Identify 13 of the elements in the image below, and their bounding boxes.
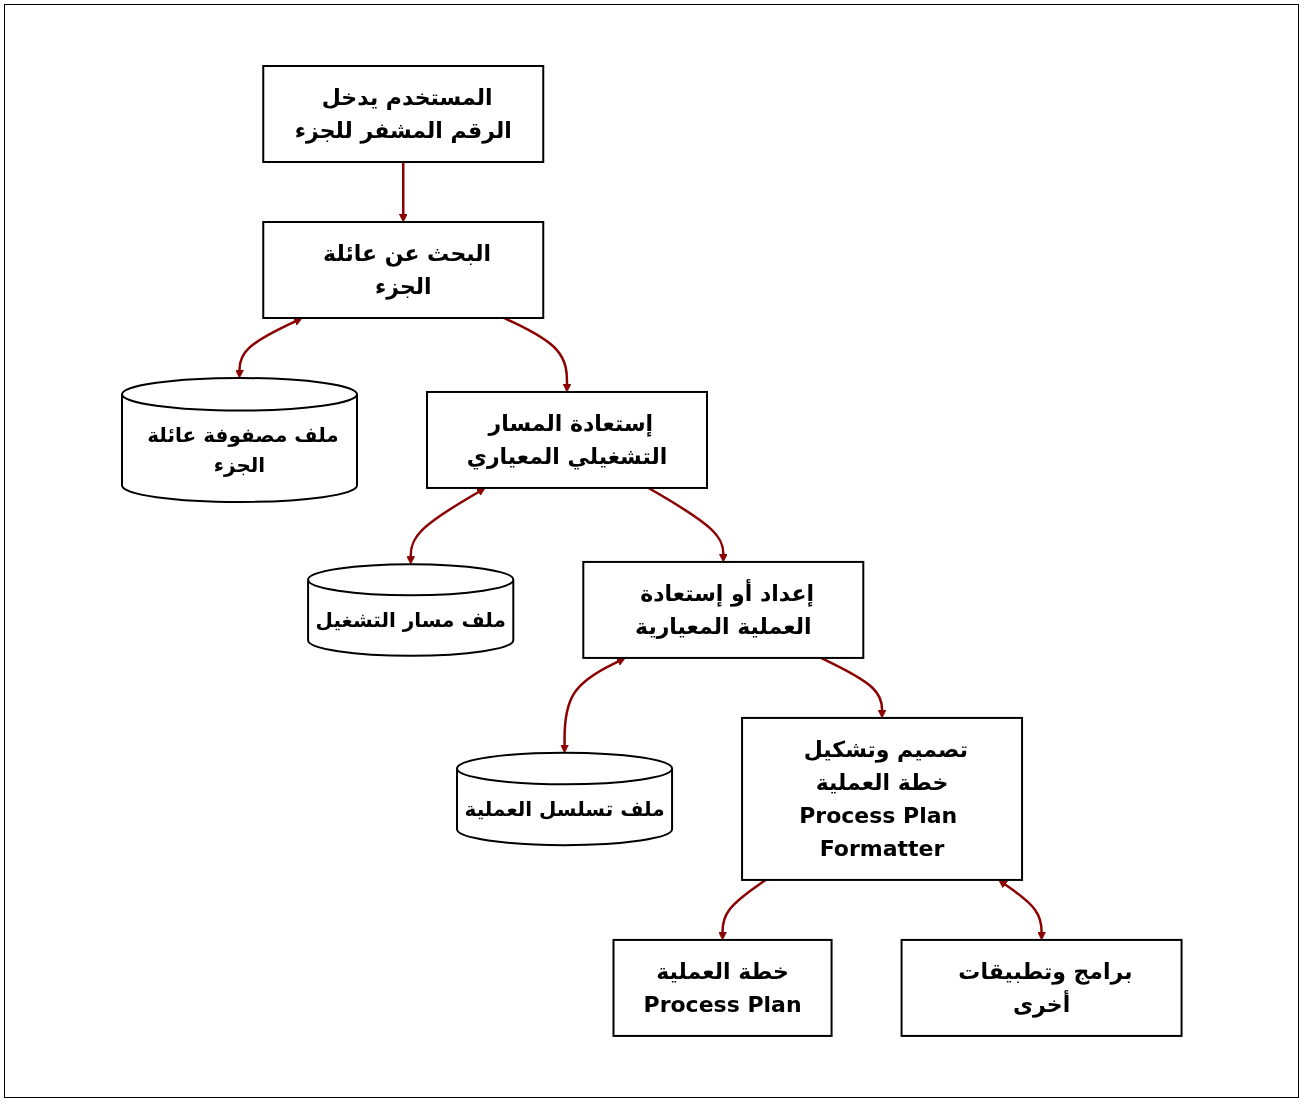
node-box: إعداد أو إستعادة العملية المعيارية [582,560,864,659]
node-box: البحث عن عائلة الجزء [261,221,544,319]
node-box: إستعادة المسار التشغيلي المعياري [425,391,708,489]
arrow [398,162,408,223]
arrow [717,878,767,941]
node-box: برامج وتطبيقات أخرى [900,938,1183,1037]
arrow [559,657,626,754]
arrow [820,656,887,719]
arrow [647,486,728,563]
node-box: المستخدم يدخل الرقم المشفر للجزء [261,65,544,164]
arrow [406,487,486,565]
arrow [234,317,303,379]
arrow [998,879,1046,941]
